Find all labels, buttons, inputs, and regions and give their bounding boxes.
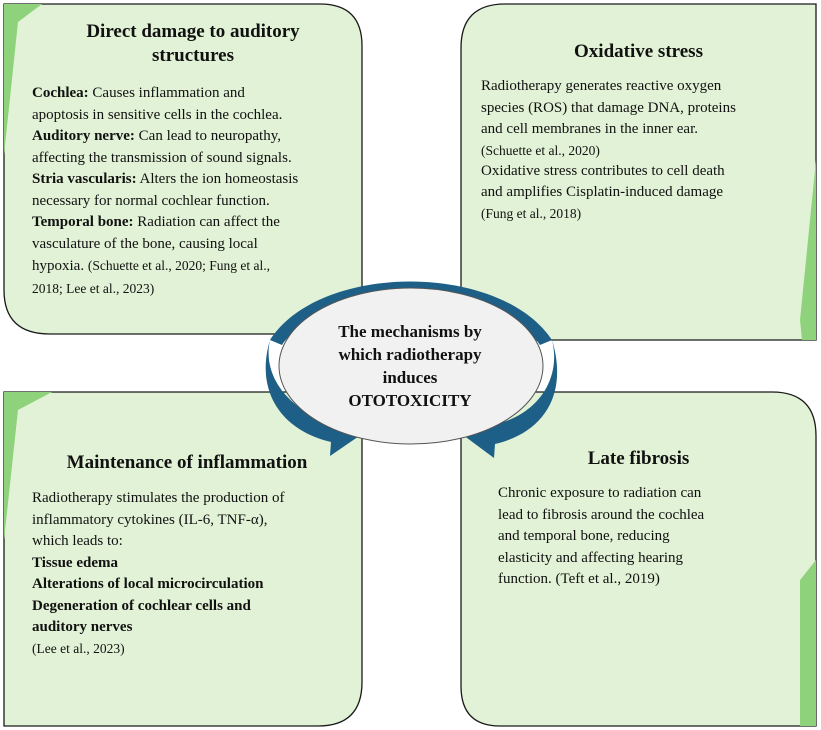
- oxidative-ref1: (Schuette et al., 2020): [481, 142, 600, 158]
- temporal-label: Temporal bone:: [32, 214, 134, 230]
- nerve-label: Auditory nerve:: [32, 128, 135, 144]
- fibrosis-text2: lead to fibrosis around the cochlea: [498, 506, 705, 523]
- inflammation-ref: (Lee et al., 2023): [32, 640, 125, 656]
- box-direct-damage-tab: [4, 4, 42, 155]
- fibrosis-text4: elasticity and affecting hearing: [498, 549, 684, 566]
- nerve-line1: Auditory nerve: Can lead to neuropathy,: [32, 126, 358, 148]
- temporal-text3: hypoxia.: [32, 258, 88, 274]
- oxidative-text4: Oxidative stress contributes to cell dea…: [481, 162, 725, 179]
- inflammation-item-edema: Tissue edema: [32, 554, 118, 571]
- temporal-text2: vasculature of the bone, causing local: [32, 235, 258, 252]
- fibrosis-body: Chronic exposure to radiation can lead t…: [498, 483, 798, 591]
- direct-damage-title: Direct damage to auditory structures: [30, 20, 356, 68]
- oxidative-title: Oxidative stress: [574, 41, 703, 62]
- inflammation-item-microcirculation: Alterations of local microcirculation: [32, 576, 264, 592]
- stria-label: Stria vascularis:: [32, 171, 137, 187]
- nerve-text1: Can lead to neuropathy,: [134, 128, 281, 144]
- nerve-text2: affecting the transmission of sound sign…: [32, 149, 292, 166]
- oxidative-ref2: (Fung et al., 2018): [481, 205, 582, 221]
- inflammation-text3: which leads to:: [32, 533, 123, 549]
- box-fibrosis-tab: [800, 560, 816, 726]
- direct-refs2: 2018; Lee et al., 2023): [32, 280, 155, 296]
- center-line2: which radiotherapy: [338, 345, 482, 364]
- oxidative-body: Radiotherapy generates reactive oxygen s…: [481, 76, 811, 224]
- fibrosis-line5: function. (Teft et al., 2019): [498, 569, 798, 591]
- direct-refs1: (Schuette et al., 2020; Fung et al.,: [87, 258, 271, 273]
- temporal-text1: Radiation can affect the: [133, 214, 280, 230]
- cycle-arrow-upper: [270, 281, 552, 345]
- direct-damage-box: Direct damage to auditory structures: [30, 20, 356, 68]
- center-line4: OTOTOXICITY: [348, 391, 472, 410]
- fibrosis-title: Late fibrosis: [587, 448, 690, 469]
- inflammation-text1: Radiotherapy stimulates the production o…: [32, 490, 285, 506]
- center-label: The mechanisms by which radiotherapy ind…: [300, 320, 520, 412]
- inflammation-item-degeneration-2: auditory nerves: [32, 619, 133, 635]
- stria-text2: necessary for normal cochlear function.: [32, 192, 270, 209]
- temporal-line1: Temporal bone: Radiation can affect the: [32, 212, 358, 234]
- oxidative-text5: and amplifies Cisplatin-induced damage: [481, 184, 724, 200]
- cochlea-line1: Cochlea: Causes inflammation and: [32, 83, 358, 105]
- oxidative-text3: and cell membranes in the inner ear.: [481, 121, 698, 137]
- direct-damage-body: Cochlea: Causes inflammation and apoptos…: [32, 83, 358, 299]
- stria-line1: Stria vascularis: Alters the ion homeost…: [32, 169, 358, 191]
- fibrosis-text1: Chronic exposure to radiation can: [498, 485, 702, 501]
- cochlea-text2: apoptosis in sensitive cells in the coch…: [32, 106, 283, 123]
- box-inflammation-tab: [4, 392, 52, 540]
- center-ellipse: [278, 287, 544, 445]
- inflammation-item-degeneration-1: Degeneration of cochlear cells and: [32, 597, 251, 614]
- fibrosis-text5: function.: [498, 571, 556, 587]
- cochlea-label: Cochlea:: [32, 85, 89, 101]
- center-line3: induces: [382, 368, 438, 387]
- temporal-line3: hypoxia. (Schuette et al., 2020; Fung et…: [32, 255, 358, 278]
- oxidative-text1: Radiotherapy generates reactive oxygen: [481, 78, 722, 94]
- inflammation-text2: inflammatory cytokines (IL-6, TNF-α),: [32, 511, 268, 528]
- stria-text1: Alters the ion homeostasis: [136, 171, 299, 187]
- fibrosis-ref: (Teft et al., 2019): [555, 571, 660, 587]
- oxidative-text2: species (ROS) that damage DNA, proteins: [481, 99, 736, 116]
- center-line1: The mechanisms by: [338, 322, 482, 341]
- box-oxidative-tab: [800, 160, 816, 340]
- inflammation-body: Radiotherapy stimulates the production o…: [32, 488, 358, 659]
- fibrosis-text3: and temporal bone, reducing: [498, 528, 670, 544]
- inflammation-title: Maintenance of inflammation: [66, 452, 308, 473]
- cochlea-text1: Causes inflammation and: [88, 85, 245, 101]
- direct-damage-title-line2: structures: [152, 45, 234, 66]
- direct-damage-title-line1: Direct damage to auditory: [86, 21, 300, 42]
